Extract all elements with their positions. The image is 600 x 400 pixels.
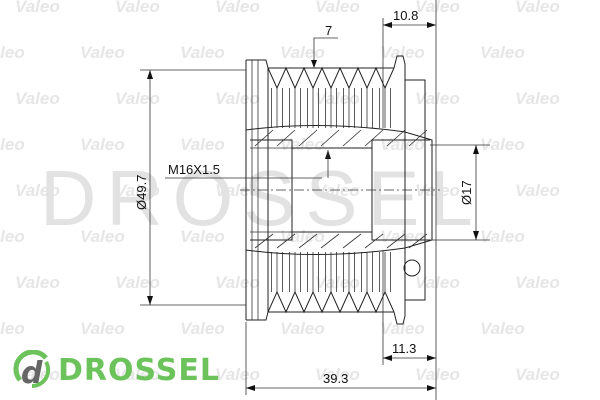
section-hatch — [342, 129, 362, 147]
valeo-watermark: Valeo — [215, 89, 260, 108]
drossel-logo-text: DROSSEL — [58, 352, 220, 388]
valeo-watermark: Valeo — [280, 319, 325, 338]
valeo-watermark: Valeo — [180, 43, 225, 62]
valeo-watermark: Valeo — [215, 273, 260, 292]
section-hatch — [386, 233, 406, 249]
valeo-watermark: Valeo — [480, 319, 525, 338]
valeo-watermark: Valeo — [115, 89, 160, 108]
valeo-watermarks: ValeoValeoValeoValeoValeoValeoValeoValeo… — [0, 0, 560, 384]
valeo-watermark: Valeo — [215, 181, 260, 200]
dimension-lines — [140, 0, 490, 400]
flange-width-label: 10.8 — [393, 8, 418, 23]
valeo-watermark: Valeo — [515, 365, 560, 384]
section-hatch — [342, 233, 362, 249]
valeo-watermark: Valeo — [15, 273, 60, 292]
section-hatch — [276, 233, 296, 249]
valeo-watermark: Valeo — [215, 365, 260, 384]
valeo-watermark: Valeo — [80, 135, 125, 154]
valeo-watermark: Valeo — [315, 181, 360, 200]
valeo-watermark: Valeo — [15, 89, 60, 108]
valeo-watermark: Valeo — [515, 273, 560, 292]
thread-label: M16X1.5 — [168, 162, 220, 177]
svg-text:d: d — [21, 356, 43, 390]
drossel-watermark: DROSSEL — [40, 154, 483, 242]
section-hatch — [298, 233, 318, 249]
valeo-watermark: Valeo — [215, 0, 260, 16]
section-hatch — [364, 129, 384, 147]
section-hatch — [386, 129, 406, 147]
valeo-watermark: Valeo — [115, 273, 160, 292]
outer-diameter-label: Ø49.7 — [134, 175, 149, 210]
valeo-watermark: Valeo — [315, 365, 360, 384]
valeo-watermark: Valeo — [415, 0, 460, 16]
valeo-watermark: Valeo — [280, 43, 325, 62]
valeo-watermark: Valeo — [515, 89, 560, 108]
drossel-logo-icon: d — [13, 350, 51, 390]
valeo-watermark: Valeo — [80, 319, 125, 338]
valeo-watermark: Valeo — [415, 89, 460, 108]
pulley-body — [240, 55, 440, 325]
valeo-watermark: Valeo — [315, 89, 360, 108]
valeo-watermark: Valeo — [115, 181, 160, 200]
valeo-watermark: Valeo — [315, 0, 360, 16]
valeo-watermark: Valeo — [415, 365, 460, 384]
valeo-watermark: Valeo — [0, 227, 25, 246]
section-hatch — [320, 129, 340, 147]
valeo-watermark: Valeo — [415, 181, 460, 200]
section-hatch — [298, 129, 318, 147]
valeo-watermark: Valeo — [0, 43, 25, 62]
valeo-watermark: Valeo — [0, 319, 25, 338]
total-length-label: 39.3 — [323, 371, 348, 386]
valeo-watermark: Valeo — [480, 43, 525, 62]
valeo-watermark: Valeo — [15, 181, 60, 200]
section-hatch — [320, 233, 340, 249]
section-hatch — [276, 129, 296, 147]
valeo-watermark: Valeo — [115, 365, 160, 384]
valeo-watermark: Valeo — [80, 227, 125, 246]
valeo-watermark: Valeo — [480, 135, 525, 154]
valeo-watermark: Valeo — [415, 273, 460, 292]
valeo-watermark: Valeo — [515, 181, 560, 200]
section-hatch — [408, 129, 428, 147]
hub-length-label: 11.3 — [392, 341, 416, 356]
valeo-watermark: Valeo — [80, 43, 125, 62]
groove-count-label: 7 — [325, 23, 332, 38]
valeo-watermark: Valeo — [515, 0, 560, 16]
valeo-watermark: Valeo — [315, 273, 360, 292]
valeo-watermark: Valeo — [15, 0, 60, 16]
drossel-logo: d DROSSEL — [12, 350, 220, 390]
valeo-watermark: Valeo — [180, 135, 225, 154]
section-hatch — [408, 233, 428, 249]
section-hatch — [254, 129, 274, 147]
valeo-watermark: Valeo — [380, 319, 425, 338]
section-hatch — [364, 233, 384, 249]
valeo-watermark: Valeo — [115, 0, 160, 16]
valeo-watermark: Valeo — [480, 227, 525, 246]
valeo-watermark: Valeo — [180, 227, 225, 246]
valeo-watermark: Valeo — [0, 135, 25, 154]
valeo-watermark: Valeo — [180, 319, 225, 338]
section-hatch — [254, 233, 274, 249]
bore-diameter-label: Ø17 — [459, 180, 474, 205]
valeo-watermark: Valeo — [380, 43, 425, 62]
